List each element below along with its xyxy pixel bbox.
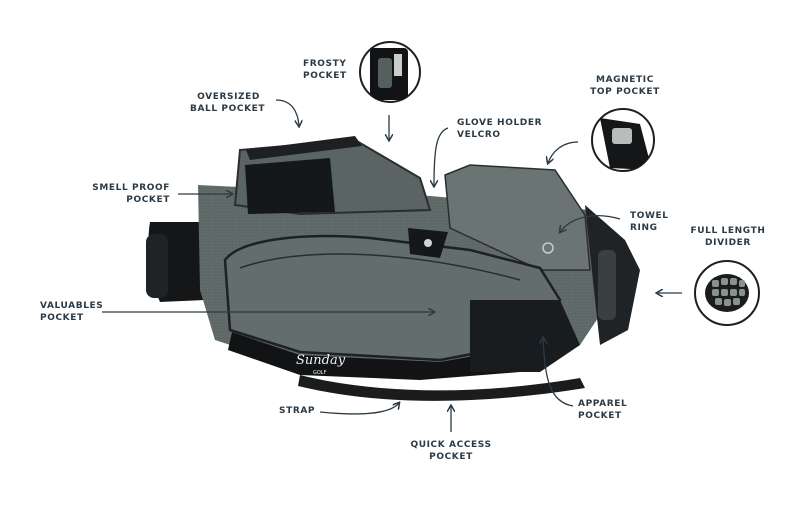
golf-bag: Sunday GOLF <box>146 136 640 401</box>
brand-sub: GOLF <box>313 370 327 376</box>
arrow-oversized <box>275 99 299 126</box>
arrow-magnetic <box>548 141 579 163</box>
towel-ring <box>542 242 554 254</box>
magnetic-top-pocket <box>444 164 591 271</box>
brand-logo: Sunday <box>296 353 346 368</box>
arrow-glove <box>434 127 449 186</box>
full-length-divider-detail <box>694 260 760 326</box>
arrow-strap <box>319 403 399 415</box>
smell-proof-patch <box>245 158 335 214</box>
label-strap: STRAP <box>279 406 316 416</box>
frosty-pocket-detail <box>359 41 421 103</box>
callout-arrows <box>102 99 682 432</box>
bag-strap <box>298 375 585 401</box>
arrow-towel <box>560 215 621 232</box>
arrow-apparel <box>543 338 574 407</box>
apparel-pocket <box>470 300 580 372</box>
magnetic-top-pocket-detail <box>591 108 655 172</box>
